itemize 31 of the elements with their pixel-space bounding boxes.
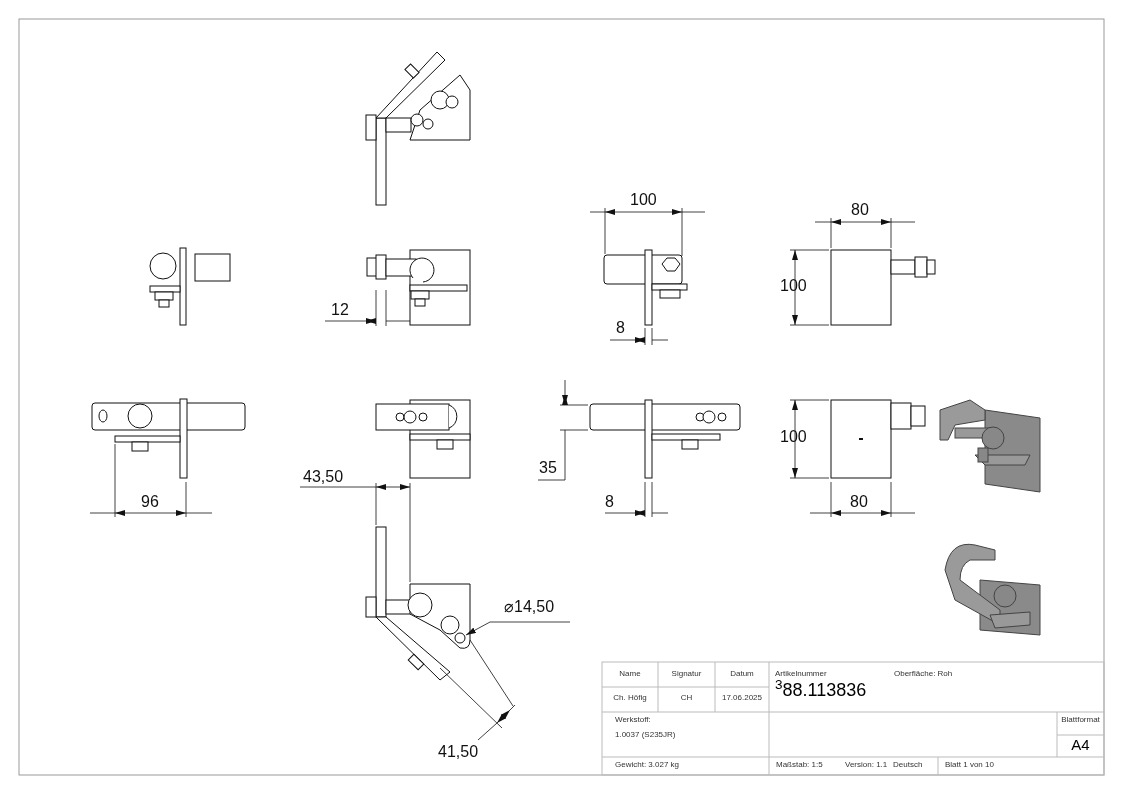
- title-block-header: Werkstoff:: [615, 716, 651, 724]
- dimension-value: 35: [539, 460, 557, 476]
- sheet-number-text: Blatt 1 von 10: [945, 761, 994, 769]
- sheet-format-value: A4: [1070, 737, 1091, 752]
- language-text: Deutsch: [893, 761, 923, 769]
- scale-text: Maßstab: 1:5: [776, 761, 823, 769]
- dimension-value: 100: [630, 192, 657, 208]
- article-number: $^{3}$88.113836: [775, 681, 867, 699]
- author-name: Ch. Höfig: [612, 694, 648, 702]
- title-block-header: Blattformat: [1060, 716, 1101, 724]
- dimension-value: 100: [780, 278, 807, 294]
- surface-finish-text: Oberfläche: Roh: [894, 670, 953, 678]
- title-block-header: Artikelnummer: [775, 670, 827, 678]
- dimension-value: 12: [331, 302, 349, 318]
- title-block-header: Datum: [729, 670, 755, 678]
- date-text: 17.06.2025: [720, 694, 763, 702]
- title-block-header: Name: [618, 670, 642, 678]
- signature-text: CH: [679, 694, 694, 702]
- dimension-value: 100: [780, 429, 807, 445]
- weight-text: Gewicht: 3.027 kg: [615, 761, 680, 769]
- dimension-value: 80: [851, 202, 869, 218]
- title-block-header: Signatur: [670, 670, 703, 678]
- dimension-value: 41,50: [438, 744, 479, 760]
- dimension-value: 8: [605, 494, 614, 510]
- dimension-value: 96: [141, 494, 159, 510]
- material-text: 1.0037 (S235JR): [615, 731, 676, 739]
- dimension-value: 43,50: [303, 469, 344, 485]
- dimension-value: ⌀14,50: [504, 599, 555, 615]
- dimension-value: 80: [850, 494, 868, 510]
- version-text: Version: 1.1: [845, 761, 888, 769]
- dimension-value: 8: [616, 320, 625, 336]
